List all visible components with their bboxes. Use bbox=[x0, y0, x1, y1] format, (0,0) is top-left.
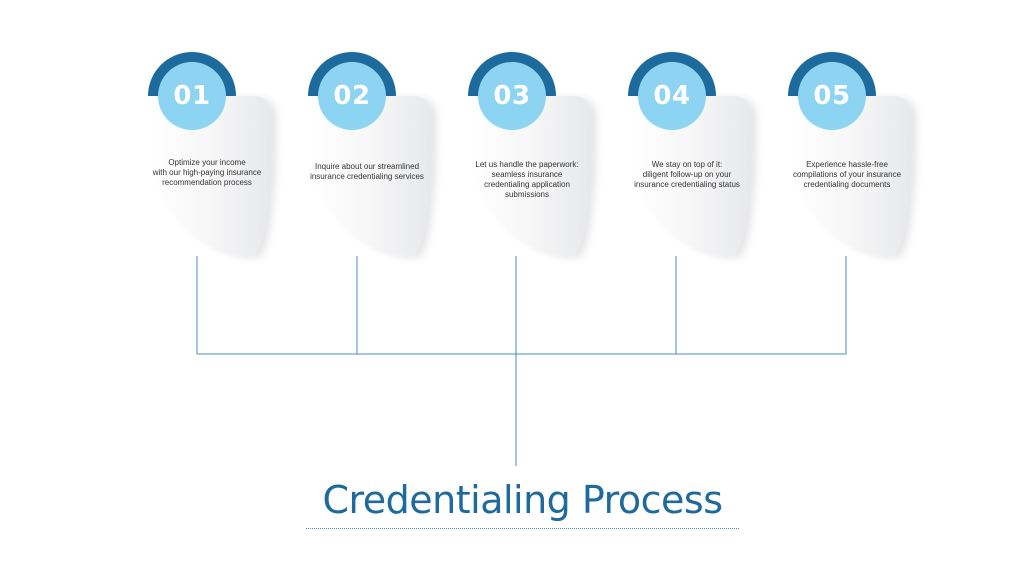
step-description-line: with our high-paying insurance bbox=[152, 168, 262, 177]
step-number-badge: 01 bbox=[158, 62, 226, 130]
step-description-line: submissions bbox=[504, 190, 549, 199]
step-description-line: Optimize your income bbox=[168, 158, 246, 167]
step-description: Experience hassle-free compilations of y… bbox=[772, 160, 922, 190]
step-description-line: insurance credentialing services bbox=[310, 172, 424, 181]
step-02: Inquire about our streamlined insurance … bbox=[308, 52, 460, 257]
step-03: Let us handle the paperwork: seamless in… bbox=[468, 52, 620, 257]
step-05: Experience hassle-free compilations of y… bbox=[788, 52, 940, 257]
step-04: We stay on top of it: diligent follow-up… bbox=[628, 52, 780, 257]
step-description-line: compilations of your insurance bbox=[792, 170, 902, 179]
step-description-line: credentialing documents bbox=[803, 180, 891, 189]
step-description-line: recommendation process bbox=[162, 178, 252, 187]
step-description: Let us handle the paperwork: seamless in… bbox=[452, 160, 602, 200]
step-description-line: Experience hassle-free bbox=[806, 160, 888, 169]
step-description-line: credentialing application bbox=[484, 180, 570, 189]
step-description-line: Inquire about our streamlined bbox=[314, 162, 420, 171]
page-title: Credentialing Process bbox=[322, 478, 723, 522]
step-description-line: seamless insurance bbox=[491, 170, 563, 179]
step-number-badge: 05 bbox=[798, 62, 866, 130]
step-description: We stay on top of it: diligent follow-up… bbox=[612, 160, 762, 190]
step-number-badge: 02 bbox=[318, 62, 386, 130]
title-underline bbox=[306, 528, 739, 529]
step-description-line: Let us handle the paperwork: bbox=[475, 160, 579, 169]
step-number-badge: 03 bbox=[478, 62, 546, 130]
step-description-line: insurance credentialing status bbox=[634, 180, 740, 189]
step-description: Optimize your income with our high-payin… bbox=[132, 158, 282, 188]
step-number-badge: 04 bbox=[638, 62, 706, 130]
step-description: Inquire about our streamlined insurance … bbox=[292, 162, 442, 182]
step-01: Optimize your income with our high-payin… bbox=[148, 52, 300, 257]
step-description-line: diligent follow-up on your bbox=[642, 170, 732, 179]
step-description-line: We stay on top of it: bbox=[651, 160, 723, 169]
